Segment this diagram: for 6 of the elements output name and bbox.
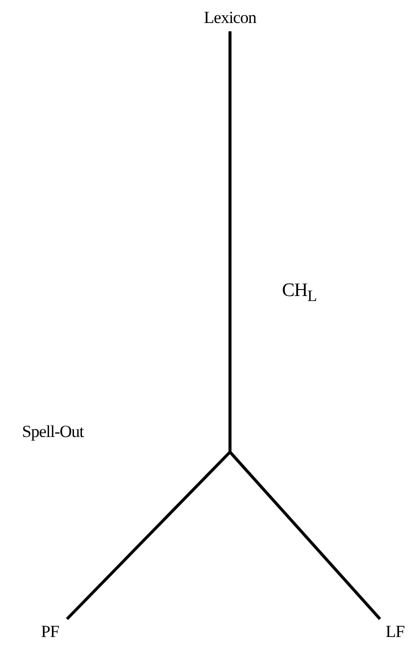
node-label: PF — [41, 622, 59, 642]
edge-label: CH$_{L}$ — [282, 280, 317, 307]
tree-branch-line — [228, 31, 382, 620]
node-label: LF — [386, 622, 404, 642]
spell-out-label: Spell-Out — [22, 422, 84, 442]
node-label: Lexicon — [204, 8, 256, 28]
